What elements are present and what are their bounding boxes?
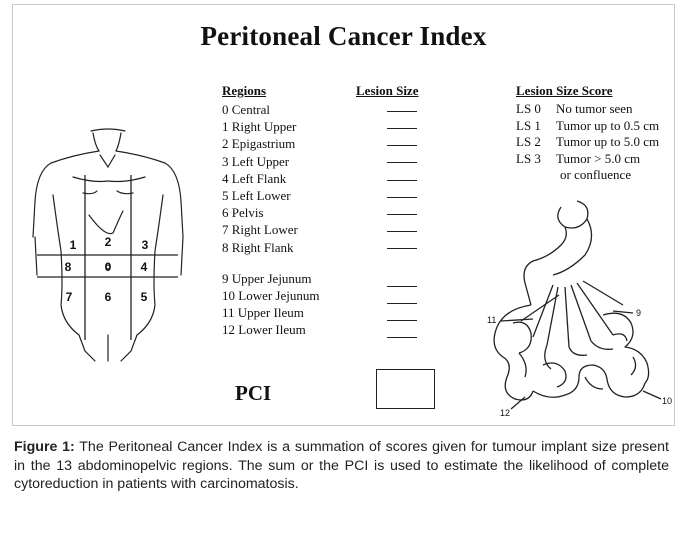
bowel-label-11: 11 (487, 315, 496, 325)
caption-text: The Peritoneal Cancer Index is a summati… (14, 439, 669, 492)
bowel-label-10: 10 (662, 396, 672, 406)
figure-caption: Figure 1: The Peritoneal Cancer Index is… (14, 438, 669, 494)
bowel-label-12: 12 (500, 408, 510, 418)
pci-score-box (376, 369, 435, 409)
bowel-label-9: 9 (636, 308, 641, 318)
small-bowel-diagram: 11 9 12 10 (13, 5, 674, 425)
pci-label: PCI (235, 381, 271, 406)
figure-panel: Peritoneal Cancer Index (12, 4, 675, 426)
caption-prefix: Figure 1: (14, 439, 75, 455)
